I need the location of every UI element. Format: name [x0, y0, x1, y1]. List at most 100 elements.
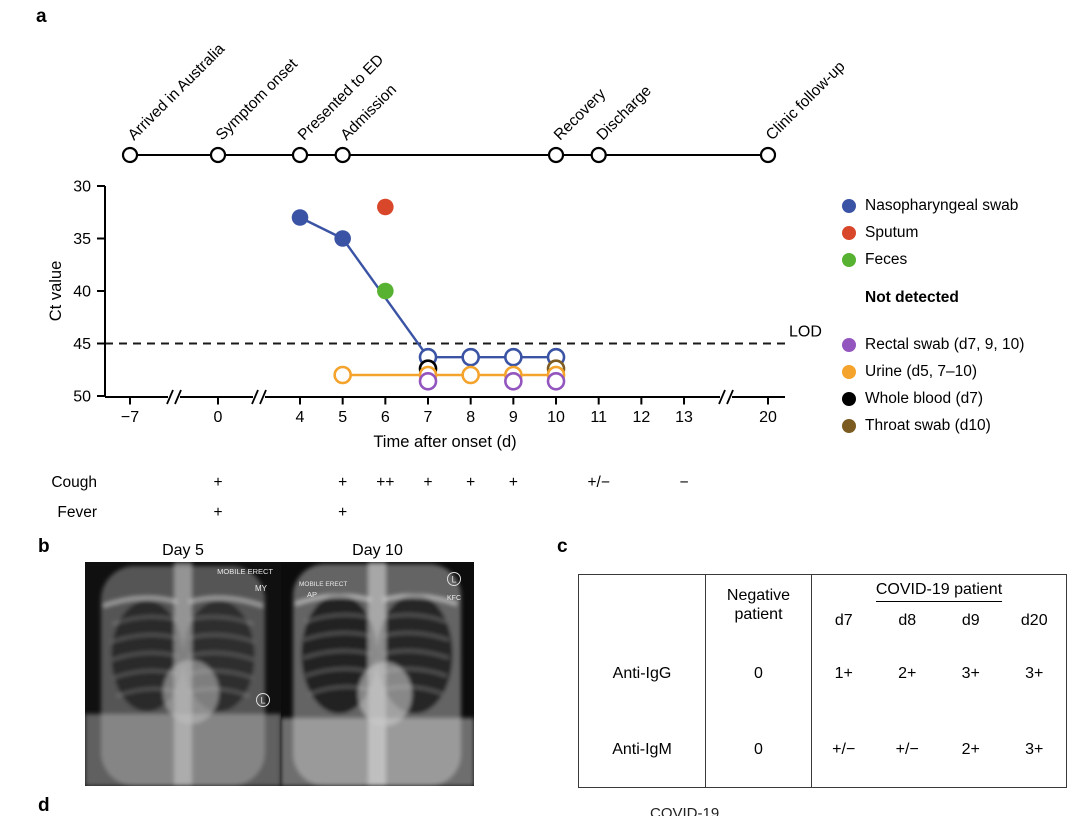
y-tick-label: 35 — [73, 231, 91, 248]
symptom-mark: + — [338, 474, 347, 491]
panel-d-caption-partial: COVID-19 — [650, 805, 720, 816]
x-tick-label: 5 — [338, 409, 347, 426]
symptom-mark: − — [679, 474, 688, 491]
xray-annotation-side: KFC — [447, 595, 461, 602]
symptom-mark: + — [213, 474, 222, 491]
symptom-mark: + — [213, 504, 222, 521]
x-tick-label: 4 — [296, 409, 305, 426]
axis-break-slash — [259, 389, 267, 405]
covid-patient-header: COVID-19 patient — [812, 575, 1066, 607]
day-header: d20 — [1020, 612, 1048, 630]
xray-day5: Day 5 — [85, 540, 281, 786]
axis-break-slash — [718, 389, 726, 405]
legend-label: Feces — [865, 250, 908, 268]
lod-label: LOD — [789, 324, 822, 341]
legend-item: Rectal swab (d7, 9, 10) — [842, 331, 1024, 358]
table-value: +/− — [895, 740, 919, 758]
xray-day10-image: MOBILE ERECT AP L KFC — [281, 562, 474, 786]
left-side-marker: L — [256, 693, 270, 707]
data-point — [291, 209, 309, 226]
data-point — [377, 198, 394, 216]
symptom-mark: + — [338, 504, 347, 521]
y-tick-label: 30 — [73, 179, 91, 196]
table-value: 3+ — [1025, 664, 1044, 682]
legend-label: Throat swab (d10) — [865, 416, 991, 434]
data-point — [461, 365, 480, 385]
data-point — [418, 371, 438, 391]
data-point — [334, 230, 351, 247]
xray-day5-image: MOBILE ERECT MY L — [85, 562, 281, 786]
table-value: 3+ — [961, 664, 980, 682]
data-point — [377, 282, 394, 300]
legend-item: Throat swab (d10) — [842, 412, 1024, 439]
negative-header-line: Negative — [726, 586, 791, 604]
table-value: +/− — [832, 740, 856, 758]
day-header: d7 — [834, 612, 853, 630]
data-point — [333, 365, 352, 385]
xray-panel: Day 5 — [85, 540, 474, 786]
legend-item: Nasopharyngeal swab — [842, 192, 1024, 219]
symptom-mark: + — [509, 474, 518, 491]
x-tick-label: 20 — [759, 409, 777, 426]
left-side-marker: L — [447, 572, 461, 586]
panel-a-label: a — [36, 6, 47, 27]
legend-item: Feces — [842, 246, 1024, 273]
table-value: 2+ — [898, 664, 917, 682]
xray-annotation-top: MOBILE ERECT — [299, 581, 347, 588]
legend-item: Sputum — [842, 219, 1024, 246]
y-tick-label: 50 — [73, 389, 91, 406]
axis-break-slash — [174, 389, 182, 405]
data-point — [504, 347, 523, 367]
timeline-event-marker — [121, 146, 139, 164]
timeline-event-label: Arrived in Australia — [125, 40, 229, 144]
x-tick-label: 11 — [590, 409, 607, 426]
legend-swatch — [842, 198, 856, 213]
symptom-mark: + — [466, 474, 475, 491]
xray-day10-title: Day 10 — [352, 542, 403, 559]
legend-label: Urine (d5, 7–10) — [865, 362, 978, 380]
x-tick-label: 6 — [381, 409, 390, 426]
xray-illustration — [281, 562, 474, 786]
x-tick-label: 13 — [675, 409, 693, 426]
xray-day10: Day 10 — [281, 540, 474, 786]
x-tick-label: 12 — [632, 409, 650, 426]
legend-not-detected-header: Not detected — [865, 289, 959, 306]
x-tick-label: 7 — [424, 409, 433, 426]
day-header: d8 — [898, 612, 917, 630]
data-point — [546, 371, 566, 391]
legend-label: Nasopharyngeal swab — [865, 196, 1019, 214]
legend-label: Rectal swab (d7, 9, 10) — [865, 335, 1025, 353]
x-tick-label: 8 — [466, 409, 475, 426]
table-corner-cell — [579, 575, 706, 635]
xray-illustration — [85, 562, 281, 786]
table-value: 2+ — [961, 740, 980, 758]
legend-label: Sputum — [865, 223, 919, 241]
axis-break-slash — [251, 389, 259, 405]
y-tick-label: 45 — [73, 336, 91, 353]
legend-swatch — [842, 391, 856, 406]
day-header: d9 — [961, 612, 980, 630]
timeline-event-marker — [209, 146, 227, 164]
legend-swatch — [842, 252, 856, 267]
serology-table: Negative patient COVID-19 patient d7 d8 … — [578, 574, 1067, 788]
panel-b-label: b — [38, 536, 50, 557]
svg-text:L: L — [451, 575, 456, 585]
svg-text:L: L — [260, 696, 265, 706]
table-value: 0 — [706, 712, 812, 787]
x-tick-label: 0 — [214, 409, 223, 426]
data-point — [504, 371, 523, 391]
legend-swatch — [842, 364, 856, 379]
data-point — [461, 347, 480, 367]
axis-break-slash — [726, 389, 734, 405]
timeline-event-label: Clinic follow-up — [763, 58, 849, 144]
y-axis-title: Ct value — [47, 261, 65, 322]
x-tick-label: 10 — [547, 409, 565, 426]
x-axis-title: Time after onset (d) — [373, 433, 516, 451]
negative-header-line: patient — [734, 606, 783, 623]
negative-patient-header: Negative patient — [706, 575, 812, 635]
symptom-row-label: Cough — [51, 474, 97, 491]
legend-swatch — [842, 337, 856, 352]
legend-swatch — [842, 225, 856, 240]
